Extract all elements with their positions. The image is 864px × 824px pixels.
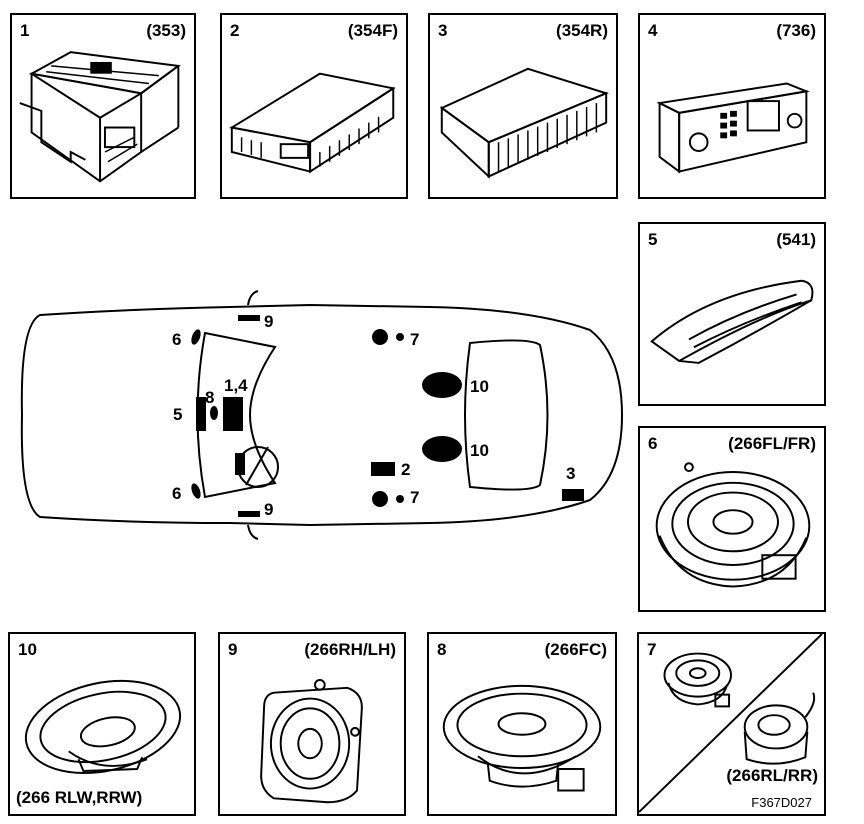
panel-3-amplifier-rear: 3 (354R) [428, 13, 618, 199]
oval-speaker-drawing [24, 679, 182, 774]
car-label-5: 5 [173, 405, 183, 424]
car-label-8: 8 [205, 388, 215, 407]
amplifier-rear-drawing [439, 67, 610, 179]
marker-5 [196, 397, 206, 431]
marker-3 [562, 489, 584, 501]
panel-10-rear-woofer: 10 (266 RLW,RRW) [8, 632, 196, 816]
control-panel-drawing [656, 82, 810, 174]
panel-5-display-unit: 5 (541) [638, 222, 826, 406]
panel-1-radio-unit: 1 (353) [10, 13, 196, 199]
marker-7-bottom-large [372, 491, 388, 507]
panel-number: 4 [648, 21, 658, 40]
speaker-pair-drawing [639, 634, 823, 813]
car-label-9-bottom: 9 [264, 500, 274, 519]
panel-2-amplifier-front: 2 (354F) [220, 13, 408, 199]
panel-9-side-speaker: 9 (266RH/LH) [218, 632, 406, 816]
part-code: (354F) [347, 21, 398, 40]
panel-number: 10 [18, 640, 37, 659]
car-label-10-bottom: 10 [470, 441, 489, 460]
car-label-7-bottom: 7 [410, 488, 420, 507]
car-label-10-top: 10 [470, 377, 489, 396]
panel-6-front-door-speaker: 6 (266FL/FR) [638, 426, 826, 612]
marker-1-4 [223, 397, 243, 431]
panel-number: 6 [648, 434, 658, 453]
car-label-1-4: 1,4 [224, 376, 248, 395]
panel-number: 2 [230, 21, 240, 40]
display-unit-drawing [650, 279, 814, 364]
marker-6-top [191, 329, 201, 345]
part-code: (266RH/LH) [304, 640, 396, 659]
part-code: (353) [146, 21, 186, 40]
panel-8-center-speaker: 8 (266FC) [427, 632, 617, 816]
part-code: (266FL/FR) [728, 434, 816, 453]
part-code: (266 RLW,RRW) [16, 788, 143, 807]
panel-number: 1 [20, 21, 30, 40]
panel-number: 7 [647, 640, 657, 659]
panel-4-control-panel: 4 (736) [638, 13, 826, 199]
marker-9-top [238, 315, 260, 321]
part-code: (266FC) [544, 640, 607, 659]
radio-unit-drawing [19, 51, 181, 183]
panel-number: 9 [228, 640, 238, 659]
marker-7-top-large [372, 329, 388, 345]
car-label-6-top: 6 [172, 330, 182, 349]
panel-number: 8 [437, 640, 447, 659]
part-code: (541) [776, 230, 816, 249]
part-code: (266RL/RR) [726, 766, 818, 785]
car-label-6-bottom: 6 [172, 484, 182, 503]
panel-number: 5 [648, 230, 658, 249]
car-body-outline [20, 303, 624, 527]
car-label-9-top: 9 [264, 312, 274, 331]
part-code: (354R) [556, 21, 608, 40]
car-label-2: 2 [401, 460, 411, 479]
marker-10-bottom [422, 436, 462, 462]
speaker-drawing [442, 684, 602, 792]
marker-2 [371, 462, 395, 476]
car-label-7-top: 7 [410, 330, 420, 349]
marker-9-bottom [238, 511, 260, 517]
panel-number: 3 [438, 21, 448, 40]
panel-7-rear-speaker: 7 (266RL/RR) F367D027 [637, 632, 826, 816]
car-layout-diagram [20, 290, 624, 540]
part-code: (736) [776, 21, 816, 40]
amplifier-front-drawing [229, 72, 396, 174]
speaker-drawing [260, 679, 363, 804]
speaker-drawing [655, 462, 811, 588]
marker-7-bottom-small [396, 495, 404, 503]
rear-window-outline [464, 339, 549, 491]
figure-code: F367D027 [751, 795, 812, 810]
marker-10-top [422, 372, 462, 398]
marker-7-top-small [396, 333, 404, 341]
marker-8 [210, 406, 218, 420]
marker-6-bottom [191, 483, 201, 499]
car-label-3: 3 [566, 464, 576, 483]
